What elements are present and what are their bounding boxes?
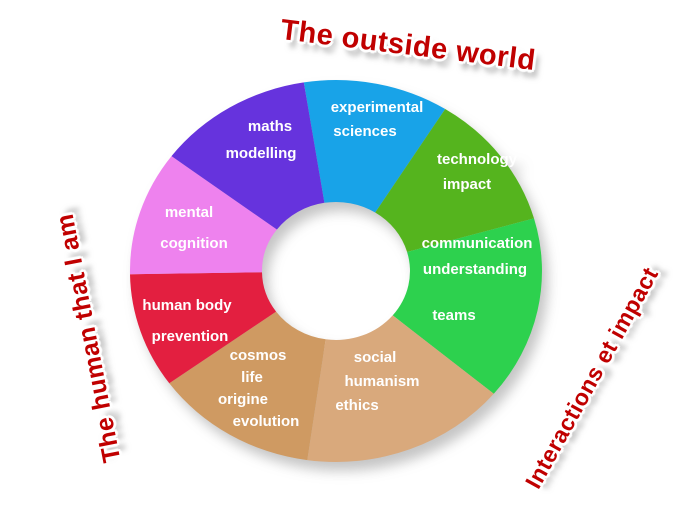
- segment-label-human-body-prevention-line-1: prevention: [152, 328, 229, 345]
- segment-label-mental-cognition-line-0: mental: [165, 204, 213, 221]
- segment-label-maths-modelling-line-0: maths: [248, 118, 292, 135]
- segment-label-cosmos-life-origine-evolution-line-0: cosmos: [230, 347, 287, 364]
- segment-label-experimental-sciences-line-1: sciences: [333, 123, 396, 140]
- segment-label-cosmos-life-origine-evolution-line-3: evolution: [233, 413, 300, 430]
- segment-label-cosmos-life-origine-evolution-line-1: life: [241, 369, 263, 386]
- segment-label-communication-understanding-teams-line-0: communication: [422, 235, 533, 252]
- segment-technology-impact: [375, 109, 534, 252]
- segment-label-communication-understanding-teams-line-2: teams: [432, 307, 475, 324]
- segment-label-social-humanism-ethics-line-1: humanism: [344, 373, 419, 390]
- segment-label-social-humanism-ethics-line-0: social: [354, 349, 397, 366]
- segment-label-social-humanism-ethics-line-2: ethics: [335, 397, 378, 414]
- segment-communication-understanding-teams: [392, 218, 542, 394]
- segment-label-experimental-sciences-line-0: experimental: [331, 99, 424, 116]
- segment-cosmos-life-origine-evolution: [169, 311, 326, 461]
- segment-maths-modelling: [171, 82, 325, 230]
- segment-human-body-prevention: [130, 272, 277, 384]
- segment-label-communication-understanding-teams-line-1: understanding: [423, 261, 527, 278]
- segment-label-human-body-prevention-line-0: human body: [142, 297, 232, 314]
- segment-experimental-sciences: [303, 80, 446, 213]
- segment-label-technology-impact-line-1: impact: [443, 176, 491, 193]
- segment-label-maths-modelling-line-1: modelling: [226, 145, 297, 162]
- segment-social-humanism-ethics: [307, 315, 494, 462]
- segment-label-technology-impact-line-0: technology: [437, 151, 518, 168]
- segment-mental-cognition: [129, 156, 277, 275]
- segment-label-cosmos-life-origine-evolution-line-2: origine: [218, 391, 268, 408]
- segment-label-mental-cognition-line-1: cognition: [160, 235, 228, 252]
